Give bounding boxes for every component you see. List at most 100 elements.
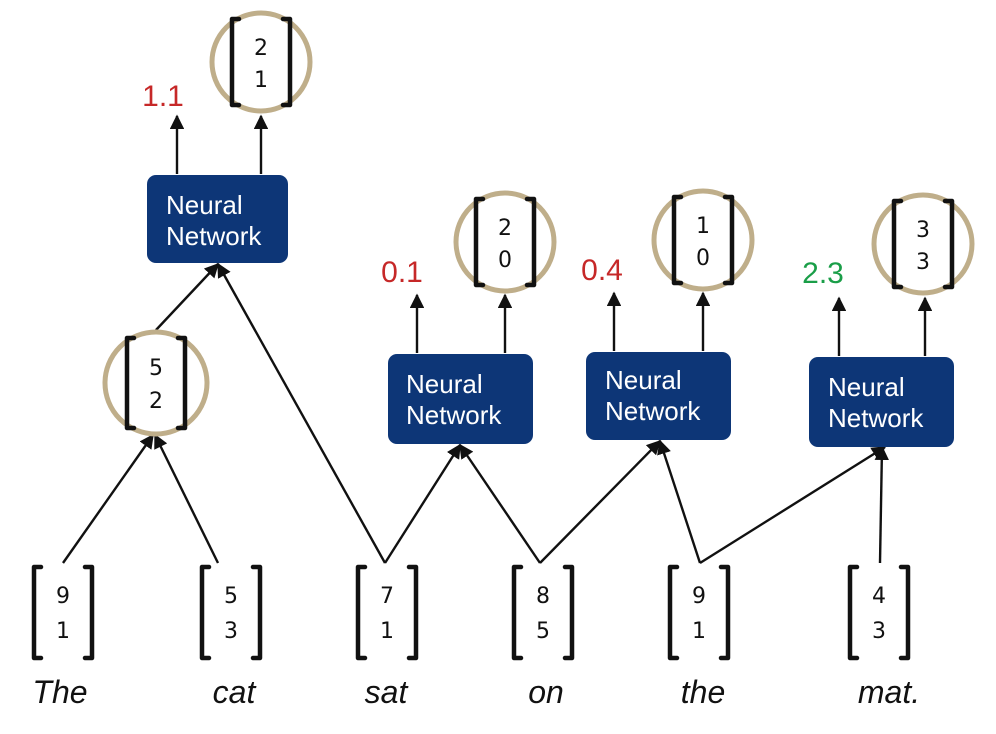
neural-network-box	[586, 352, 731, 440]
left-bracket	[199, 564, 212, 661]
word-vector: 8 5	[511, 564, 575, 661]
vector-value-top: 5	[149, 356, 163, 381]
score-label: 2.3	[802, 257, 844, 290]
neural-network-node: Neural Network 1.1 2 1	[142, 10, 313, 263]
neural-network-label-line1: Neural	[406, 369, 483, 399]
neural-network-label-line1: Neural	[828, 372, 905, 402]
word-vectors: 9 1 5 3 7 1 8 5 9 1	[31, 564, 911, 661]
word-label: The	[32, 674, 87, 710]
edge-merged-to-nn1	[155, 262, 219, 331]
output-vector-circle	[453, 190, 557, 294]
neural-network-node: Neural Network 2.3 3 3	[802, 192, 975, 447]
left-bracket	[355, 564, 368, 661]
left-bracket	[473, 196, 486, 288]
neural-network-node: Neural Network 0.1 2 0	[381, 190, 557, 444]
left-bracket	[229, 16, 242, 108]
vector-value-top: 1	[696, 214, 710, 239]
word-label: the	[681, 674, 725, 710]
right-bracket	[562, 564, 575, 661]
edge-the-to-nn4	[699, 445, 887, 565]
neural-network-label-line1: Neural	[605, 365, 682, 395]
output-vector-circle	[651, 188, 755, 292]
edge-cat-to-merged	[153, 433, 220, 564]
output-vector: 3 3	[871, 192, 975, 296]
vector-value-top: 9	[56, 584, 70, 609]
output-vector-circle	[209, 10, 313, 114]
vector-value-bottom: 0	[696, 246, 710, 271]
vector-value-top: 9	[692, 584, 706, 609]
connection-edges	[62, 114, 933, 565]
vector-value-bottom: 3	[916, 250, 930, 275]
word-vector: 4 3	[847, 564, 911, 661]
edge-the-to-nn3	[657, 439, 702, 564]
vector-value-top: 3	[916, 218, 930, 243]
vector-value-top: 8	[536, 584, 550, 609]
word-vector: 5 3	[199, 564, 263, 661]
vector-value-top: 2	[498, 216, 512, 241]
word-label: sat	[365, 674, 409, 710]
vector-value-bottom: 5	[536, 619, 550, 644]
right-bracket	[175, 335, 188, 431]
neural-network-box	[388, 354, 533, 444]
neural-network-box	[809, 357, 954, 447]
right-bracket	[942, 198, 955, 290]
score-label: 0.4	[581, 254, 623, 287]
neural-network-label-line2: Network	[406, 400, 502, 430]
vector-value-bottom: 3	[872, 619, 886, 644]
edge-sat-to-nn2	[383, 443, 462, 564]
edge-sat-to-nn1	[216, 262, 387, 564]
output-vector: 2 1	[209, 10, 313, 114]
vector-value-bottom: 1	[56, 619, 70, 644]
right-bracket	[280, 16, 293, 108]
edge-mat-to-nn4	[874, 445, 889, 564]
left-bracket	[891, 198, 904, 290]
vector-value-top: 4	[872, 584, 886, 609]
vector-value-bottom: 3	[224, 619, 238, 644]
output-vector: 2 0	[453, 190, 557, 294]
neural-network-label-line1: Neural	[166, 190, 243, 220]
vector-value-bottom: 1	[254, 68, 268, 93]
neural-network-node: Neural Network 0.4 1 0	[581, 188, 755, 440]
vector-value-bottom: 1	[692, 619, 706, 644]
word-label: on	[528, 674, 564, 710]
left-bracket	[847, 564, 860, 661]
word-label: mat.	[858, 674, 920, 710]
left-bracket	[511, 564, 524, 661]
merged-vector-circle	[102, 329, 210, 437]
sentence-words: The cat sat on the mat.	[32, 674, 920, 710]
left-bracket	[667, 564, 680, 661]
vector-value-top: 7	[380, 584, 394, 609]
score-label: 0.1	[381, 256, 423, 289]
vector-value-bottom: 2	[149, 389, 163, 414]
vector-value-bottom: 0	[498, 248, 512, 273]
right-bracket	[722, 194, 735, 286]
left-bracket	[31, 564, 44, 661]
right-bracket	[898, 564, 911, 661]
edge-on-to-nn2	[459, 443, 541, 564]
neural-network-label-line2: Network	[166, 221, 262, 251]
neural-network-box	[147, 175, 288, 263]
merged-vector: 5 2	[102, 329, 210, 437]
word-vector: 9 1	[31, 564, 95, 661]
right-bracket	[718, 564, 731, 661]
left-bracket	[124, 335, 137, 431]
edge-the-to-merged	[62, 433, 154, 564]
score-label: 1.1	[142, 80, 184, 113]
right-bracket	[250, 564, 263, 661]
right-bracket	[82, 564, 95, 661]
vector-value-top: 2	[254, 36, 268, 61]
left-bracket	[671, 194, 684, 286]
neural-network-label-line2: Network	[605, 396, 701, 426]
neural-network-label-line2: Network	[828, 403, 924, 433]
word-label: cat	[213, 674, 257, 710]
output-vector: 1 0	[651, 188, 755, 292]
edge-on-to-nn3	[539, 439, 662, 564]
word-vector: 7 1	[355, 564, 419, 661]
word-vector: 9 1	[667, 564, 731, 661]
right-bracket	[524, 196, 537, 288]
right-bracket	[406, 564, 419, 661]
vector-value-bottom: 1	[380, 619, 394, 644]
output-vector-circle	[871, 192, 975, 296]
vector-value-top: 5	[224, 584, 238, 609]
